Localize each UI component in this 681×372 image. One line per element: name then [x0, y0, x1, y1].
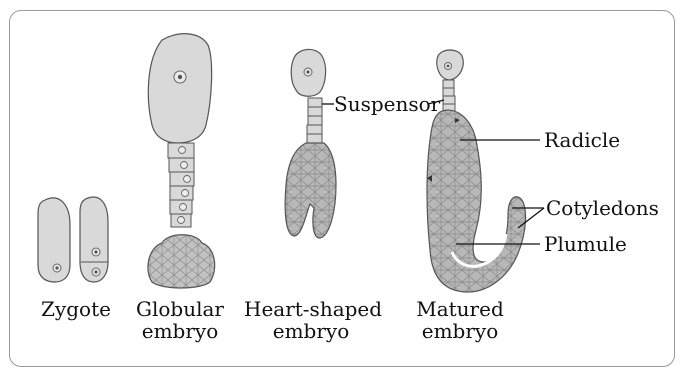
caption-zygote-line1: Zygote	[28, 298, 124, 320]
caption-matured-line2: embryo	[412, 320, 508, 342]
label-suspensor: Suspensor	[334, 93, 440, 115]
caption-heart-shaped: Heart-shaped embryo	[244, 298, 378, 342]
caption-heart-line2: embryo	[244, 320, 378, 342]
caption-zygote: Zygote	[28, 298, 124, 320]
caption-globular-line1: Globular	[128, 298, 232, 320]
zygote-cell-right	[80, 197, 108, 282]
matured-embryo	[427, 50, 526, 292]
heart-shaped-embryo	[285, 49, 336, 238]
caption-matured-line1: Matured	[412, 298, 508, 320]
caption-globular-line2: embryo	[128, 320, 232, 342]
label-plumule: Plumule	[544, 233, 627, 255]
zygote-cell-left	[38, 198, 70, 282]
caption-matured: Matured embryo	[412, 298, 508, 342]
globular-embryo	[148, 34, 215, 288]
label-cotyledons: Cotyledons	[546, 197, 659, 219]
label-radicle: Radicle	[544, 129, 620, 151]
caption-globular: Globular embryo	[128, 298, 232, 342]
caption-heart-line1: Heart-shaped	[244, 298, 378, 320]
